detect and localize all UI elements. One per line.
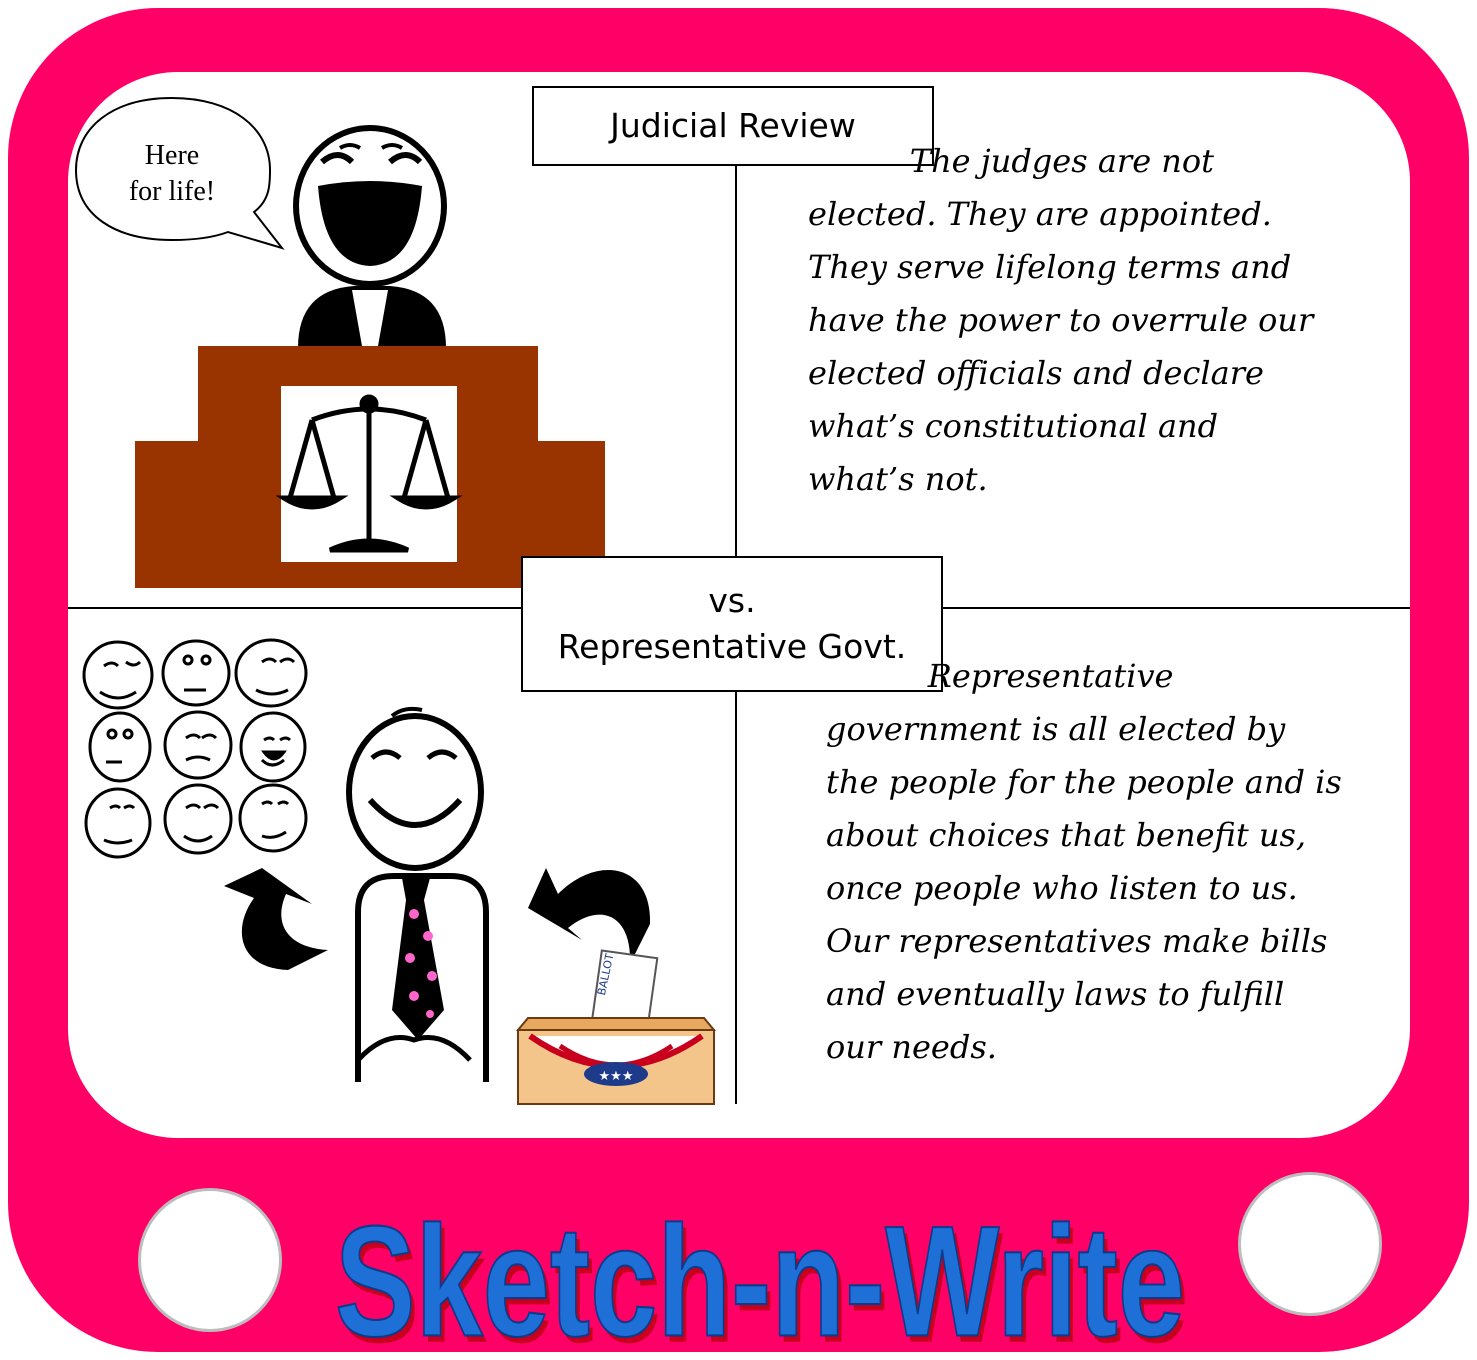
judicial-review-title: Judicial Review <box>532 86 934 166</box>
svg-text:★★★: ★★★ <box>599 1069 634 1084</box>
judge-mouth <box>318 181 422 266</box>
logo-text: Sketch-n-Write <box>335 1193 1185 1360</box>
polka-dot-tie <box>392 878 444 1040</box>
speech-bubble <box>74 96 285 250</box>
arrow-from-ballot-icon <box>528 868 651 964</box>
crowd-faces-icon <box>82 638 308 859</box>
left-knob <box>138 1188 282 1332</box>
arrow-to-crowd-icon <box>224 868 328 970</box>
vs-representative-label: vs. Representative Govt. <box>521 556 943 692</box>
ballot-box-icon: BALLOT ★★★ <box>515 949 717 1105</box>
representative-head <box>346 713 484 871</box>
speech-bubble-text: Here for life! <box>128 140 216 207</box>
representative-text: Representative government is all elected… <box>826 657 1342 1066</box>
right-knob <box>1238 1172 1382 1316</box>
judicial-review-text: The judges are not elected. They are app… <box>808 142 1314 498</box>
sketch-n-write-logo: Sketch-n-Write Sketch-n-Write <box>334 1192 1189 1360</box>
divider-vertical-bottom <box>735 686 737 1104</box>
logo-shadow: Sketch-n-Write <box>339 1199 1189 1360</box>
divider-vertical-top <box>735 160 737 560</box>
scales-of-justice-icon <box>275 394 463 553</box>
